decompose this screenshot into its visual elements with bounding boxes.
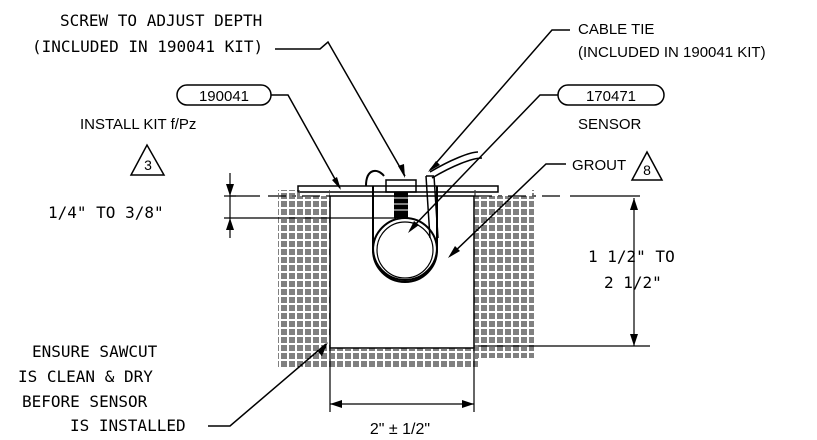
svg-text:BEFORE SENSOR: BEFORE SENSOR <box>22 392 148 411</box>
sawcut-slot <box>329 195 475 349</box>
note-triangle-8 <box>630 150 664 181</box>
svg-text:GROUT: GROUT <box>572 157 626 174</box>
svg-text:1/4" TO 3/8": 1/4" TO 3/8" <box>48 203 164 222</box>
dimension-slot-depth: 1 1/2" TO 2 1/2" <box>478 198 675 347</box>
callout-screw: SCREW TO ADJUST DEPTH (INCLUDED IN 19004… <box>32 11 406 178</box>
svg-text:INSTALL KIT f/Pz: INSTALL KIT f/Pz <box>80 116 196 133</box>
dimension-top-depth: 1/4" TO 3/8" <box>48 173 396 238</box>
svg-text:190041: 190041 <box>199 88 249 105</box>
callout-grout: GROUT 8 <box>448 150 664 258</box>
svg-text:SCREW TO ADJUST DEPTH: SCREW TO ADJUST DEPTH <box>60 11 262 30</box>
callout-install-kit: 190041 INSTALL KIT f/Pz <box>80 84 341 190</box>
svg-text:3: 3 <box>144 157 152 173</box>
dimension-slot-width: 2" ± 1/2" <box>329 348 475 438</box>
svg-text:2 1/2": 2 1/2" <box>604 273 662 292</box>
svg-text:IS CLEAN & DRY: IS CLEAN & DRY <box>18 367 153 386</box>
svg-text:ENSURE SAWCUT: ENSURE SAWCUT <box>32 342 158 361</box>
svg-text:SENSOR: SENSOR <box>578 116 642 133</box>
svg-text:(INCLUDED IN 190041 KIT): (INCLUDED IN 190041 KIT) <box>578 44 766 61</box>
svg-text:CABLE TIE: CABLE TIE <box>578 21 654 38</box>
svg-text:2" ± 1/2": 2" ± 1/2" <box>370 421 430 438</box>
svg-text:(INCLUDED IN 190041 KIT): (INCLUDED IN 190041 KIT) <box>32 37 263 56</box>
sawcut-note: ENSURE SAWCUT IS CLEAN & DRY BEFORE SENS… <box>18 342 328 435</box>
cable-tie <box>425 151 483 239</box>
svg-text:170471: 170471 <box>586 88 636 105</box>
pavement-section <box>278 190 534 368</box>
sensor-assembly <box>365 151 483 283</box>
note-triangle-3: 3 <box>129 143 166 176</box>
svg-text:8: 8 <box>643 162 651 178</box>
svg-text:1 1/2" TO: 1 1/2" TO <box>588 247 675 266</box>
callout-cable-tie: CABLE TIE (INCLUDED IN 190041 KIT) <box>428 21 766 172</box>
svg-text:IS INSTALLED: IS INSTALLED <box>70 416 186 435</box>
callout-sensor: 170471 SENSOR <box>408 84 665 233</box>
